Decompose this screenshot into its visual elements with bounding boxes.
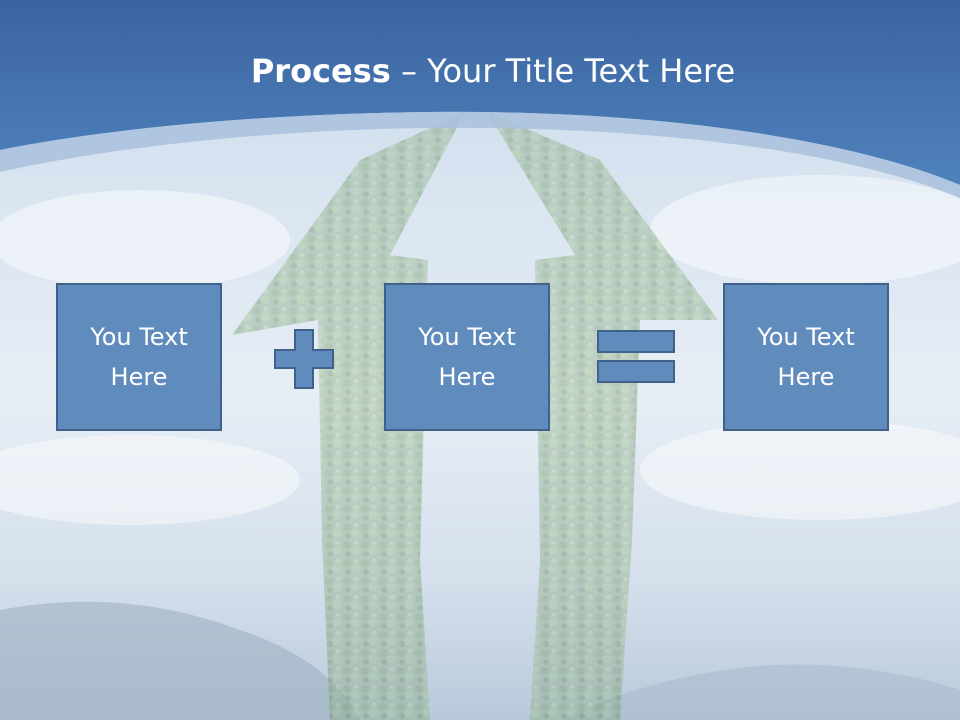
text-box-label: You Text Here [90,323,188,391]
title-dash: – [390,52,428,90]
equals-icon [597,330,675,383]
slide-title: Process – Your Title Text Here [0,52,960,90]
leafy-arrow-right [487,112,718,720]
text-box-label: You Text Here [418,323,516,391]
leafy-arrow-left [232,112,465,720]
text-box-1[interactable]: You Text Here [56,283,222,431]
text-box-label: You Text Here [757,323,855,391]
text-box-2[interactable]: You Text Here [384,283,550,431]
title-rest: Your Title Text Here [427,52,736,90]
title-bold: Process [250,52,391,90]
text-box-3[interactable]: You Text Here [723,283,889,431]
plus-icon [274,329,334,389]
